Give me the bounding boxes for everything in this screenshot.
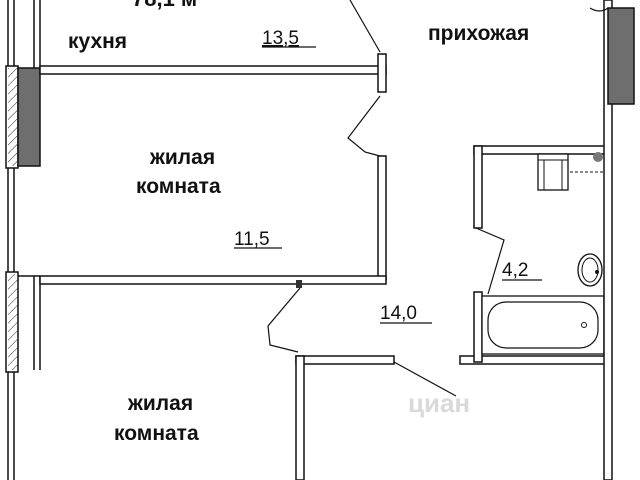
hallway-area: 14,0	[380, 303, 417, 324]
hallway-label: прихожая	[428, 22, 529, 45]
kitchen-area: 13,5	[262, 28, 299, 49]
bathroom-area: 4,2	[502, 260, 528, 281]
wall-lower	[295, 355, 609, 480]
window-left-upper	[5, 65, 41, 169]
wall-kitchen-room1	[39, 53, 387, 93]
room1-label-line1: жилая	[149, 146, 215, 169]
exterior-wall-right	[589, 0, 635, 480]
kitchen-door	[349, 0, 381, 53]
window-left-lower	[5, 271, 41, 373]
bathroom	[473, 145, 609, 363]
room2-label-line1: жилая	[127, 392, 193, 415]
wall-room1-room2	[39, 275, 387, 288]
kitchen-label: кухня	[68, 30, 127, 53]
room1-area: 11,5	[234, 229, 270, 250]
room1-label-line2: комната	[136, 175, 221, 198]
room2-door	[267, 287, 301, 353]
room2-label-line2: комната	[114, 422, 199, 445]
total-area-label: 78,1 м	[132, 0, 197, 11]
watermark: циан	[408, 388, 470, 418]
wall-room1-right	[347, 95, 387, 281]
